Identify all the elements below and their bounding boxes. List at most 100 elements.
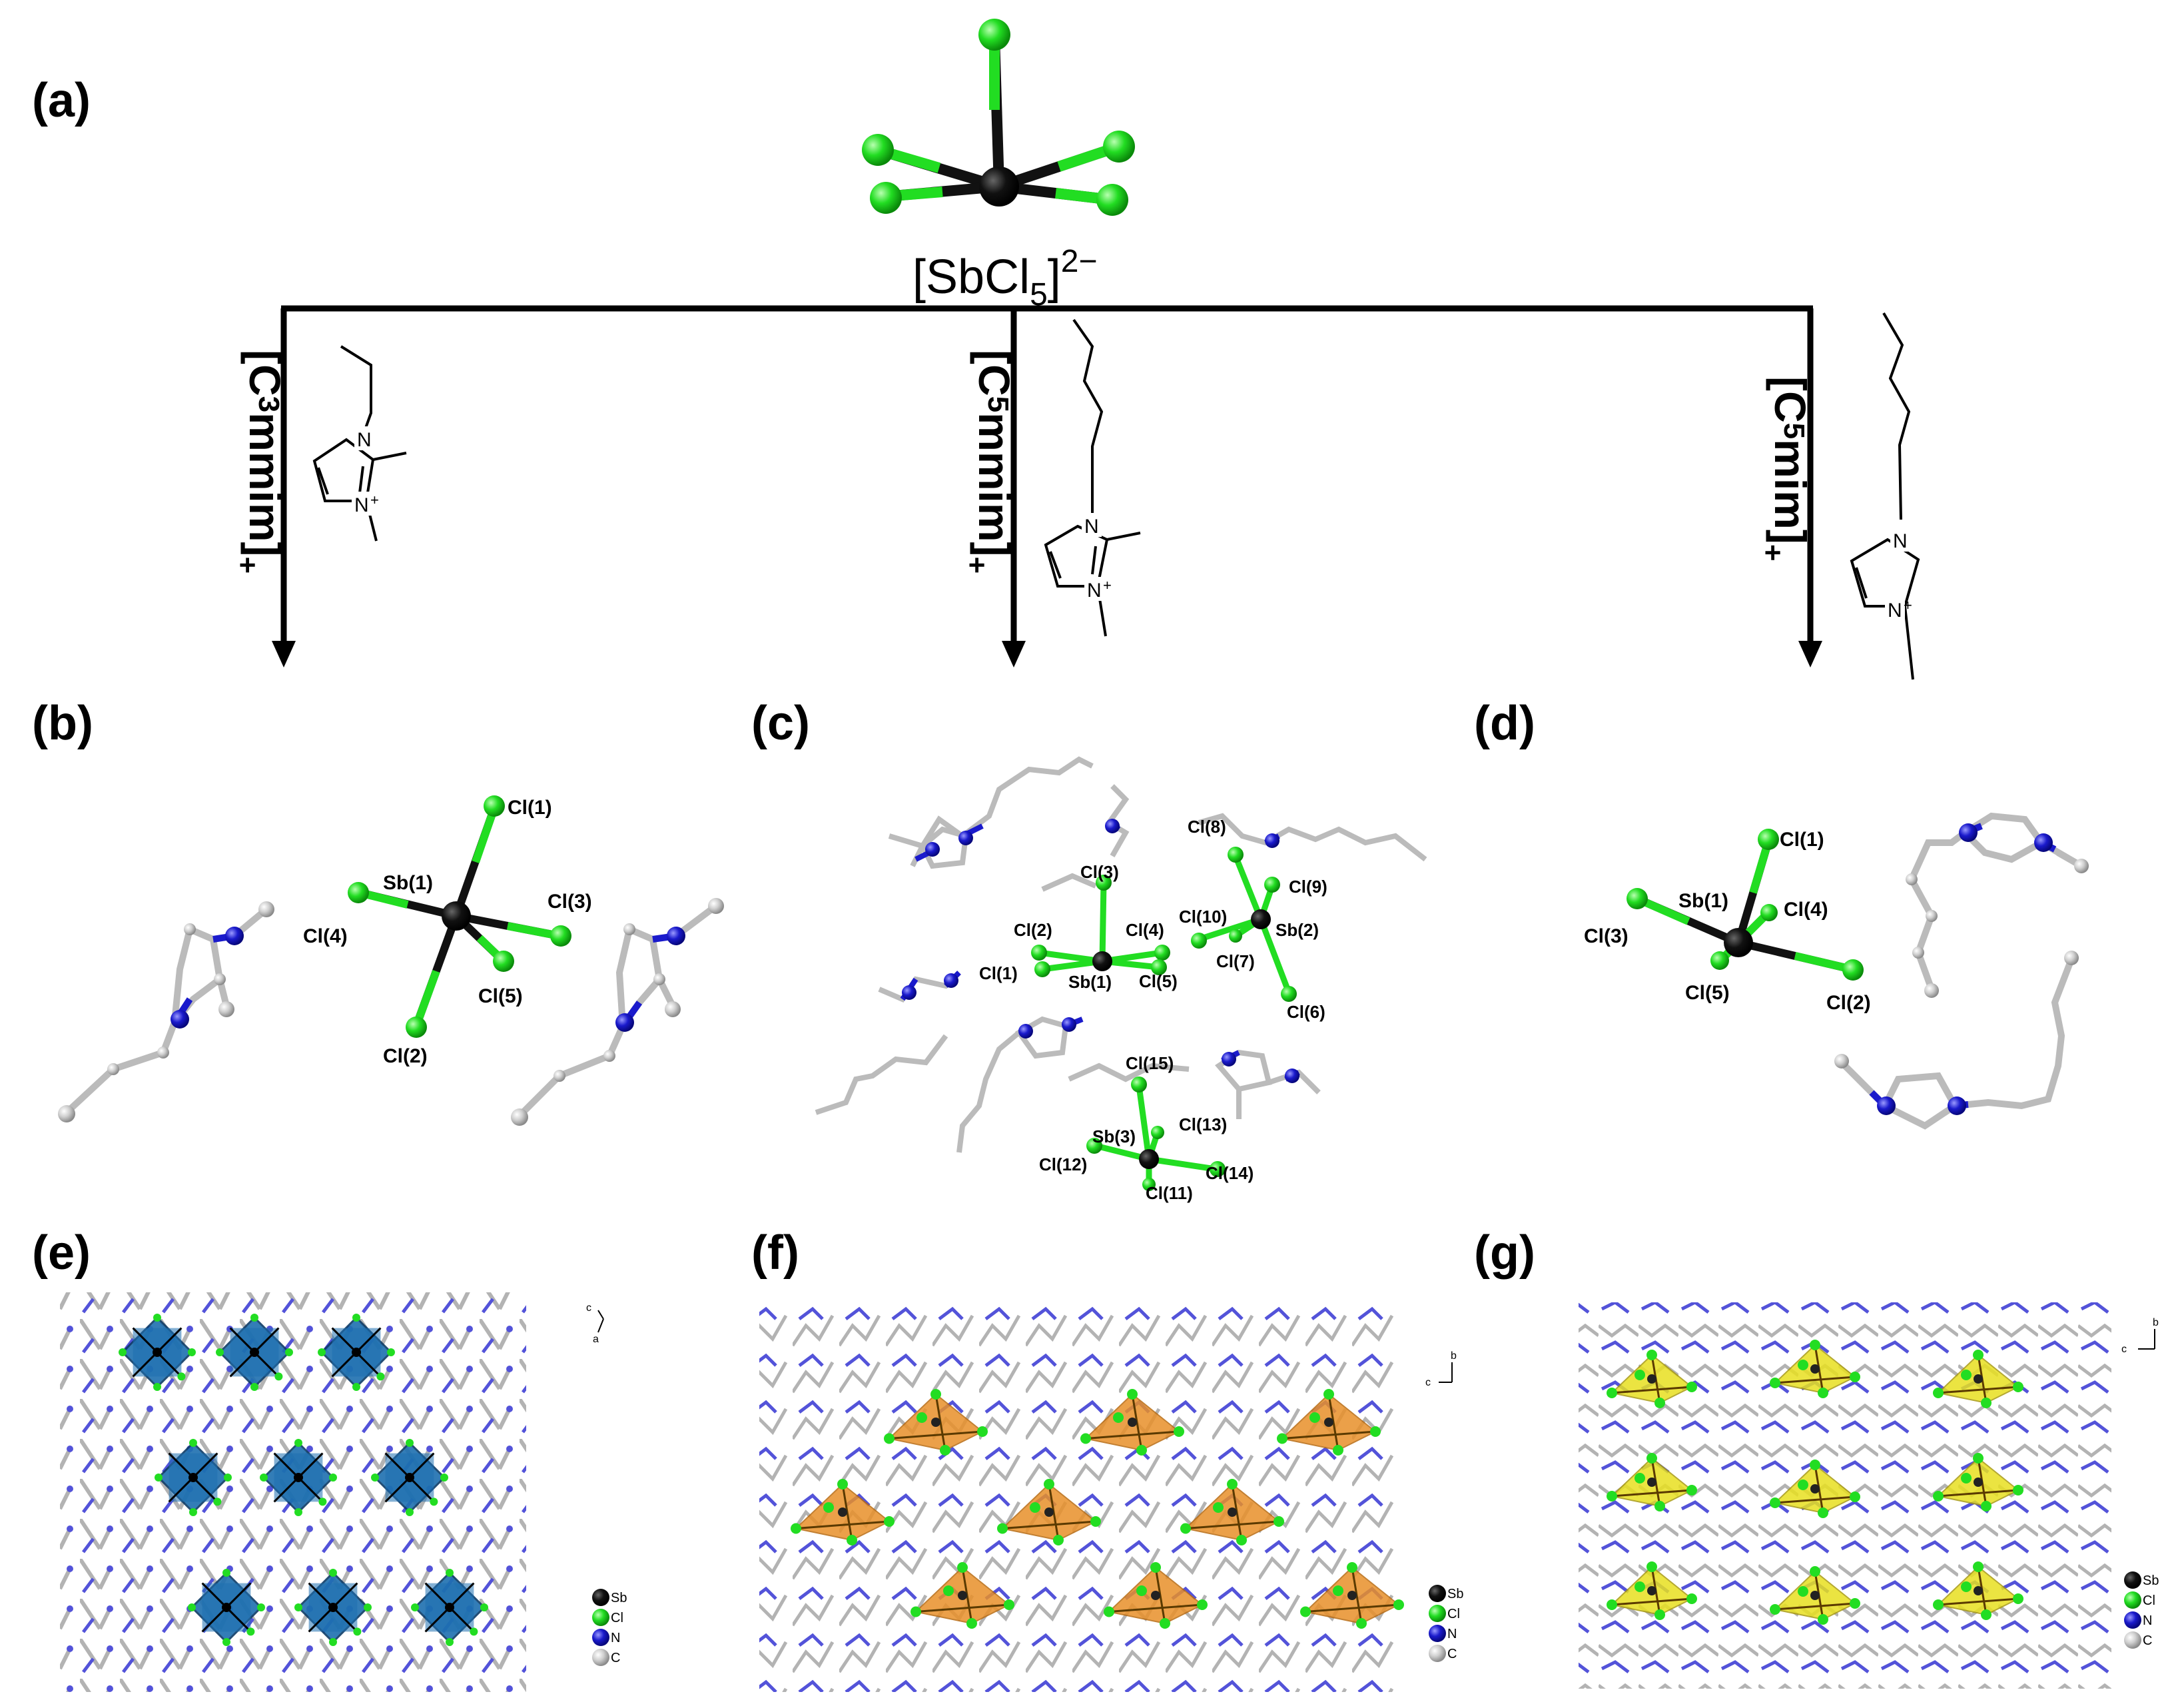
panel-c-sb2-octahedron — [1191, 847, 1297, 1002]
sbcl5-polyhedron — [1300, 1562, 1404, 1629]
sbcl5-polyhedron — [318, 1314, 395, 1391]
panel-f-axes — [1439, 1362, 1453, 1383]
atom-label: Cl(3) — [547, 891, 592, 913]
panel-label-g: (g) — [1474, 1226, 1535, 1280]
sbcl5-polyhedron — [1277, 1389, 1381, 1456]
legend-label-cl: Cl — [2143, 1593, 2155, 1608]
legend-label-c: C — [2143, 1633, 2152, 1648]
atom-label: Cl(1) — [979, 963, 1018, 983]
panel-c-sb3-octahedron — [1086, 1076, 1226, 1191]
svg-text:N: N — [354, 494, 369, 516]
sbcl5-polyhedron — [155, 1439, 232, 1516]
anion-sbcl5-model — [862, 19, 1135, 216]
sbcl5-polyhedron — [371, 1439, 448, 1516]
panel-e-axes — [597, 1310, 604, 1333]
sbcl5-polyhedron — [294, 1569, 372, 1646]
panel-c-sb1-octahedron — [1031, 875, 1170, 977]
legend-label-sb: Sb — [1447, 1587, 1463, 1601]
atom-label: Cl(3) — [1080, 862, 1119, 882]
atom-label: Cl(15) — [1126, 1053, 1174, 1073]
panel-f-cation-packing — [759, 1306, 1399, 1692]
atom-label: Cl(13) — [1179, 1114, 1227, 1134]
sbcl5-polyhedron — [188, 1569, 265, 1646]
sbcl5-polyhedron — [216, 1314, 293, 1391]
atom-label: Cl(6) — [1287, 1002, 1325, 1022]
atom-label: Cl(2) — [1014, 920, 1052, 940]
atom-label: Sb(3) — [1092, 1126, 1136, 1146]
anion-formula: [SbCl5]2− — [912, 244, 1098, 312]
cation-label-c5mmim: [C5mmim]+ — [960, 350, 1019, 574]
atom-label: Cl(4) — [1784, 899, 1828, 921]
legend-label-c: C — [611, 1651, 620, 1665]
sbcl5-polyhedron — [1180, 1479, 1284, 1545]
panel-label-c: (c) — [751, 697, 810, 750]
atom-label: Cl(1) — [508, 797, 552, 819]
atom-label: Cl(5) — [478, 985, 523, 1007]
skeletal-structure-c3mmim: N N + — [312, 345, 407, 542]
sbcl5-polyhedron — [1933, 1453, 2023, 1511]
svg-text:+: + — [1904, 597, 1912, 614]
sbcl5-polyhedron — [910, 1562, 1014, 1629]
arrowheads — [272, 641, 1822, 667]
sbcl5-polyhedron — [119, 1314, 196, 1391]
panel-d-cations — [1834, 812, 2089, 1130]
svg-text:b: b — [2153, 1317, 2159, 1328]
legend-label-c: C — [1447, 1647, 1457, 1661]
atom-label: Sb(1) — [383, 872, 433, 894]
atom-label: Cl(5) — [1139, 971, 1178, 991]
skeletal-structure-c5mmim: N N + — [1044, 318, 1141, 637]
panel-label-b: (b) — [32, 697, 93, 750]
atom-label: Cl(2) — [1826, 992, 1871, 1014]
sbcl5-polyhedron — [1607, 1350, 1697, 1408]
sbcl5-polyhedron — [1770, 1340, 1860, 1398]
svg-text:N: N — [357, 429, 372, 451]
svg-text:+: + — [1103, 577, 1112, 594]
legend-label-sb: Sb — [2143, 1573, 2159, 1588]
svg-text:c: c — [2121, 1344, 2127, 1355]
sbcl5-polyhedron — [411, 1569, 488, 1646]
svg-text:c: c — [586, 1302, 591, 1314]
panel-label-e: (e) — [32, 1226, 91, 1280]
atom-label: Cl(10) — [1179, 907, 1227, 927]
legend-label-n: N — [1447, 1627, 1457, 1641]
atom-label: Cl(4) — [303, 925, 348, 947]
atom-label: Cl(14) — [1206, 1163, 1254, 1183]
atom-label: Cl(2) — [383, 1045, 428, 1067]
sbcl5-polyhedron — [1933, 1561, 2023, 1620]
panel-label-d: (d) — [1474, 697, 1535, 750]
atom-label: Cl(3) — [1584, 925, 1629, 947]
panel-d-sbcl5-model — [1627, 829, 1864, 981]
panel-f-pyramids — [791, 1389, 1404, 1629]
svg-text:N: N — [1888, 600, 1902, 622]
panel-c-cations — [815, 756, 1427, 1153]
sbcl5-polyhedron — [260, 1439, 337, 1516]
svg-text:N: N — [1893, 530, 1908, 552]
svg-text:N: N — [1087, 580, 1102, 602]
panel-b-cation-right — [511, 898, 724, 1126]
sbcl5-polyhedron — [1104, 1562, 1208, 1629]
panel-c-n-atoms — [902, 819, 1299, 1083]
legend-e: Sb Cl N C — [592, 1589, 627, 1666]
svg-text:c: c — [1425, 1377, 1431, 1388]
atom-label: Cl(9) — [1289, 877, 1327, 897]
svg-text:+: + — [370, 492, 379, 508]
sbcl5-polyhedron — [1770, 1566, 1860, 1625]
atom-label: Sb(1) — [1678, 890, 1728, 912]
skeletal-structure-c5mim: N N + — [1850, 312, 1920, 680]
atom-label: Sb(1) — [1068, 972, 1112, 992]
svg-text:N: N — [1084, 516, 1099, 538]
cation-label-c5mim: [C5mim]+ — [1756, 376, 1815, 562]
panel-g-pyramids — [1607, 1340, 2023, 1625]
legend-f: Sb Cl N C — [1429, 1585, 1463, 1662]
atom-label: Cl(8) — [1188, 817, 1226, 837]
sbcl5-polyhedron — [884, 1389, 988, 1456]
atom-label: Cl(11) — [1146, 1183, 1193, 1203]
atom-label: Cl(12) — [1039, 1154, 1087, 1174]
legend-label-n: N — [611, 1631, 620, 1645]
legend-label-n: N — [2143, 1613, 2152, 1628]
atom-label: Cl(1) — [1780, 829, 1824, 851]
legend-label-cl: Cl — [611, 1611, 623, 1625]
atom-label: Sb(2) — [1275, 920, 1319, 940]
panel-g-axes — [2138, 1329, 2155, 1350]
